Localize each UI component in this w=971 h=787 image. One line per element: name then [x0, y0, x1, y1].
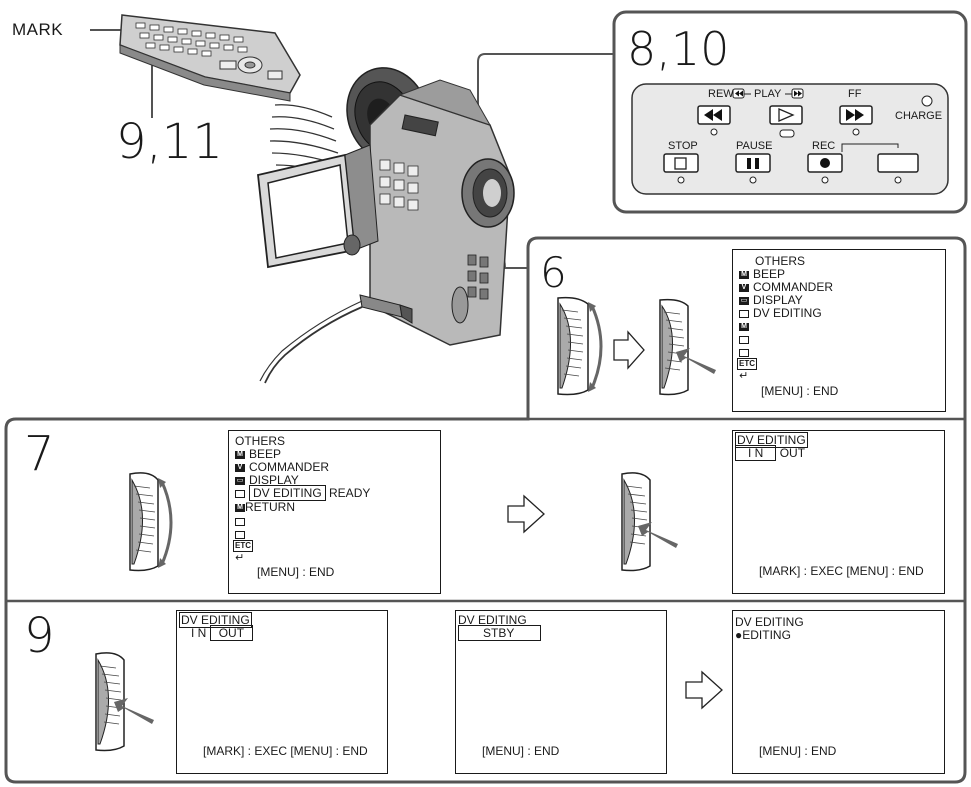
- screen-footer: [MARK] : EXEC [MENU] : END: [759, 564, 924, 578]
- steps-frame: [4, 236, 967, 784]
- play-label: PLAY: [754, 88, 782, 100]
- menu-title: OTHERS: [755, 254, 806, 268]
- pause-label: PAUSE: [736, 140, 773, 152]
- pause-icon: [755, 158, 759, 169]
- step-8-10-label: 8,10: [627, 22, 730, 76]
- rew-icon: [704, 109, 722, 121]
- step-9-11-label: 9,11: [116, 114, 223, 170]
- leader-8-10: [477, 53, 614, 236]
- step-7-dial-illustration: [129, 472, 173, 572]
- menu-title: OTHERS: [235, 434, 286, 448]
- deck-panel: [631, 83, 949, 195]
- dv-editing-title: DV EDITING: [179, 612, 252, 628]
- out-option: OUT: [779, 446, 806, 460]
- screen-footer: [MENU] : END: [759, 744, 837, 758]
- step-6-arrow: [613, 330, 645, 370]
- lcd-set-icon: ▭: [235, 476, 245, 485]
- menu-item-display: DISPLAY: [753, 293, 803, 307]
- screen-footer: [MENU] : END: [482, 744, 560, 758]
- memory-icon: M: [235, 503, 245, 512]
- step-7-label: 7: [24, 426, 55, 482]
- step-7-arrow: [507, 494, 545, 534]
- menu-item-dv-editing-selected: DV EDITING: [249, 485, 326, 501]
- rec-label: REC: [812, 140, 836, 152]
- dv-editing-title: DV EDITING: [458, 613, 527, 627]
- return-arrow-icon: ↵: [739, 370, 749, 382]
- stop-label: STOP: [668, 140, 698, 152]
- memory-icon: M: [739, 322, 749, 331]
- vcr-set-icon: V: [235, 463, 245, 472]
- cc-icon: [739, 335, 749, 344]
- out-option-selected: OUT: [209, 625, 254, 641]
- menu-item-display: DISPLAY: [249, 473, 299, 487]
- return-arrow-icon: ↵: [235, 552, 245, 564]
- return-option: RETURN: [245, 500, 295, 514]
- step-6-dial-illustration: [557, 296, 716, 396]
- cc-icon: [235, 517, 245, 526]
- rew-label: REW: [708, 88, 734, 100]
- rec-second-button[interactable]: [877, 153, 919, 173]
- step-7-dv-editing-screen: DV EDITING I N OUT [MARK] : EXEC [MENU] …: [732, 430, 945, 594]
- step-9-stby-screen: DV EDITING STBY [MENU] : END: [455, 610, 667, 774]
- stop-icon: [674, 157, 687, 170]
- step-7-press-dial-illustration: [621, 472, 678, 572]
- step-9-press-dial-illustration: [95, 652, 154, 752]
- rec-icon: [820, 158, 830, 168]
- menu-item-beep: BEEP: [753, 267, 786, 281]
- editing-status: ●EDITING: [735, 628, 791, 642]
- step-6-menu-screen: OTHERS M BEEP V COMMANDER ▭ DISPLAY DV EDIT…: [732, 249, 946, 412]
- mark-label: MARK: [12, 20, 64, 39]
- ff-label: FF: [848, 88, 862, 100]
- setup-icon: [235, 530, 245, 539]
- menu-item-commander: COMMANDER: [753, 280, 833, 294]
- menu-footer: [MENU] : END: [257, 565, 335, 579]
- pause-button[interactable]: [735, 153, 771, 173]
- step-6-label: 6: [540, 248, 567, 297]
- step-7-menu-screen: OTHERS M BEEP V COMMANDER ▭ DISPLAY DV EDIT…: [228, 430, 441, 594]
- menu-item-beep: BEEP: [249, 447, 282, 461]
- in-option-selected: I N: [735, 445, 777, 461]
- cassette-icon: [235, 489, 245, 498]
- ff-icon: [846, 109, 864, 121]
- step-9-arrow: [685, 670, 723, 710]
- remote-commander: [119, 14, 301, 102]
- dv-editing-title: DV EDITING: [735, 615, 804, 629]
- menu-footer: [MENU] : END: [761, 384, 839, 398]
- step-9-label: 9: [24, 608, 55, 664]
- step-9-out-screen: DV EDITING I N OUT [MARK] : EXEC [MENU] …: [176, 610, 388, 774]
- lcd-set-icon: ▭: [739, 296, 749, 305]
- in-option: I N: [191, 626, 207, 640]
- ready-option: READY: [329, 486, 371, 500]
- camera-set-icon: M: [739, 270, 749, 279]
- charge-label: CHARGE: [895, 110, 943, 122]
- cassette-icon: [739, 309, 749, 318]
- camera-set-icon: M: [235, 450, 245, 459]
- play-icon: [778, 108, 795, 122]
- etc-icon: ETC: [233, 540, 253, 552]
- dv-editing-title: DV EDITING: [735, 432, 808, 448]
- vcr-set-icon: V: [739, 283, 749, 292]
- screen-footer: [MARK] : EXEC [MENU] : END: [203, 744, 368, 758]
- etc-icon: ETC: [737, 358, 757, 370]
- menu-item-dv-editing: DV EDITING: [753, 306, 822, 320]
- camcorder: [257, 67, 515, 384]
- step-9-editing-screen: DV EDITING ●EDITING [MENU] : END: [732, 610, 945, 774]
- stby-status: STBY: [458, 625, 542, 641]
- menu-item-commander: COMMANDER: [249, 460, 329, 474]
- ir-signal-waves: [269, 104, 341, 178]
- charge-lamp: [921, 95, 933, 107]
- device-illustration: [119, 14, 515, 384]
- setup-icon: [739, 348, 749, 357]
